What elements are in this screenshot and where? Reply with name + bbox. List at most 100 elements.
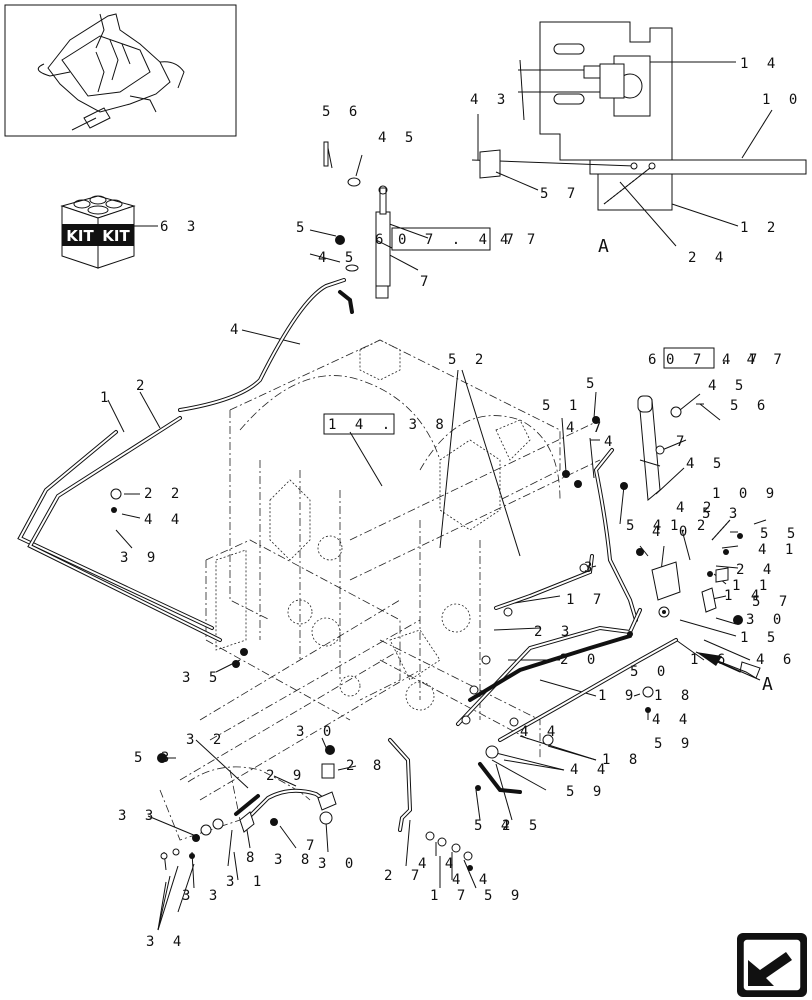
kit-word-left: KIT [66,227,94,245]
svg-text:4 7: 4 7 [722,352,762,368]
callout-label: 4 4 [144,512,184,528]
callout-label: 3 [584,560,597,576]
callout-label: 1 0 [762,92,802,108]
detail-a-inset [471,21,807,211]
callout-label: 2 3 [534,624,574,640]
callout-label: 5 5 [760,526,800,542]
callout-label: 4 5 [708,378,748,394]
callout-label: 4 [604,434,617,450]
svg-text:6: 6 [375,232,388,248]
callout-label: 1 2 [670,518,710,534]
callout-label: 2 [136,378,149,394]
callout-label: 3 2 [186,732,226,748]
callout-label: 1 8 [654,688,694,704]
ref-box-c[interactable]: 6 0 7 . 4 7 4 7 [648,347,787,369]
callout-label: 7 [676,434,689,450]
callout-label: 5 1 [542,398,582,414]
callout-label: 4 6 [756,652,796,668]
callout-label: 4 1 [758,542,798,558]
callout-label: 1 2 [740,220,780,236]
leader-lines [107,61,773,931]
view-letter: A [762,674,773,695]
ref-box-c-text: 0 7 . 4 7 [666,352,787,368]
svg-text:6: 6 [648,352,661,368]
callout-label: 1 [100,390,113,406]
callout-label: 1 1 [732,578,772,594]
callout-label: 2 4 [736,562,776,578]
callout-label: 4 3 [470,92,510,108]
callout-label: 5 9 [654,736,694,752]
machine-frame-phantom [159,339,601,841]
callout-label: 2 0 [560,652,600,668]
callout-label: 5 6 [322,104,362,120]
callout-label: 5 7 [752,594,792,610]
callout-label: 4 7 [566,420,606,436]
callout-label: 5 9 [484,888,524,904]
callout-label: 5 3 [134,750,174,766]
callout-label: 2 4 [688,250,728,266]
callout-label: 4 4 [570,762,610,778]
callout-label: 4 5 [318,250,358,266]
callout-label: 5 0 [630,664,670,680]
view-arrow [695,651,761,681]
callout-label: 4 0 [652,524,692,540]
callout-label: 7 [420,274,433,290]
callout-label: 5 9 [566,784,606,800]
callout-label: 1 9 [598,688,638,704]
callout-label: 2 8 [346,758,386,774]
kit-icon: KIT KIT [60,195,158,269]
locator-thumbnail [4,4,237,137]
callout-label: 3 0 [746,612,786,628]
next-page-arrow-icon[interactable] [737,933,807,997]
callout-label: 8 [246,850,259,866]
callout-label: 3 0 [318,856,358,872]
callout-label: 2 2 [144,486,184,502]
hoses [17,278,678,832]
callout-label: 3 8 [274,852,314,868]
callout-label: 5 [586,376,599,392]
ref-box-b[interactable]: 1 4 . 3 8 [323,413,449,435]
callout-label: 1 5 [740,630,780,646]
callout-label: 5 2 [448,352,488,368]
callout-label: 4 5 [686,456,726,472]
callout-label: 7 [306,838,319,854]
callout-label: 5 4 [474,818,514,834]
callout-label: 5 [296,220,309,236]
ref-box-a[interactable]: 6 0 7 . 4 7 4 7 [375,227,540,251]
callout-label: 3 9 [120,550,160,566]
kit-word-right: KIT [102,227,130,245]
callout-label: 1 0 9 [712,486,779,502]
callout-labels: 1 4 1 0 4 3 5 7 1 2 2 4 5 6 4 5 5 4 5 7 … [100,56,802,950]
detail-letter: A [598,236,609,257]
callout-label: 5 4 [626,518,666,534]
callout-label: 1 6 [690,652,730,668]
ref-box-b-text: 1 4 . 3 8 [328,417,449,433]
callout-label: 2 9 [266,768,306,784]
callout-label: 1 4 [740,56,780,72]
callout-label: 1 8 [602,752,642,768]
hydraulic-cylinder-right [637,395,661,501]
callout-label: 3 1 [226,874,266,890]
callout-label: 5 3 [702,506,742,522]
ref-box-a-text: 0 7 . 4 7 [398,232,519,248]
kit-label: 6 3 [160,219,200,235]
callout-label: 3 0 [296,724,336,740]
callout-label: 4 4 [652,712,692,728]
callout-label: 3 4 [146,934,186,950]
callout-label: 1 7 [430,888,470,904]
svg-text:4 7: 4 7 [500,232,540,248]
callout-label: 4 2 [676,500,716,516]
callout-label: 4 [230,322,243,338]
callout-label: 3 5 [182,670,222,686]
callout-label: 2 5 [502,818,542,834]
callout-label: 2 7 [384,868,424,884]
callout-label: 1 4 [724,588,764,604]
callout-label: 4 4 [418,856,458,872]
callout-label: 5 7 [540,186,580,202]
callout-label: 4 4 [520,724,560,740]
callout-label: 4 5 [378,130,418,146]
callout-label: 1 7 [566,592,606,608]
callout-label: 3 3 [182,888,222,904]
